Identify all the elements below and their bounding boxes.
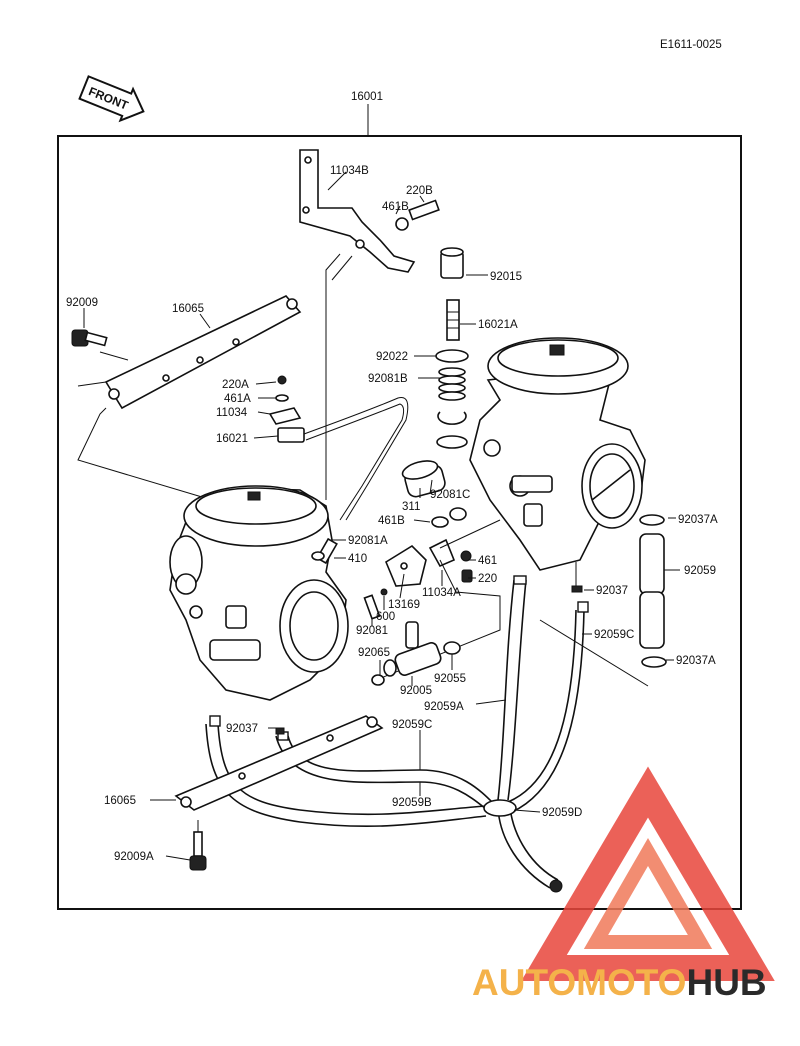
label-92037-left: 92037 xyxy=(226,723,258,735)
label-600: 600 xyxy=(376,611,395,623)
diagram-code: E1611-0025 xyxy=(660,39,722,51)
cap-92015 xyxy=(440,247,464,279)
label-92065: 92065 xyxy=(358,647,390,659)
assembly-number: 16001 xyxy=(351,91,383,103)
bolt-92009 xyxy=(71,329,108,347)
fuel-hoses xyxy=(205,579,585,889)
label-92059b: 92059B xyxy=(392,797,432,809)
fuel-rail-16065-bottom xyxy=(174,715,384,811)
hose-junction xyxy=(483,799,517,817)
spring-92081a xyxy=(311,537,338,565)
lever-13169 xyxy=(384,538,473,587)
fuel-rail-16065-top xyxy=(104,295,302,410)
label-311: 311 xyxy=(402,501,420,513)
label-16065-bottom: 16065 xyxy=(104,795,136,807)
label-16021a: 16021A xyxy=(478,319,518,331)
left-carburetor xyxy=(169,485,349,701)
watermark-triangle-icon xyxy=(521,766,775,981)
label-92015: 92015 xyxy=(490,271,522,283)
part-311 xyxy=(449,507,467,521)
label-92059: 92059 xyxy=(684,565,716,577)
throttle-cable xyxy=(303,396,409,521)
clip-part xyxy=(437,411,467,425)
label-92055: 92055 xyxy=(434,673,466,685)
label-92005: 92005 xyxy=(400,685,432,697)
washer-461b-mid xyxy=(431,516,449,528)
screw-220a xyxy=(277,375,287,385)
oring-92065 xyxy=(371,674,385,686)
label-461b-mid: 461B xyxy=(378,515,405,527)
label-92081a: 92081A xyxy=(348,535,388,547)
hose-92059 xyxy=(639,514,667,668)
label-220b: 220B xyxy=(406,185,433,197)
front-arrow-icon: FRONT xyxy=(78,75,145,123)
watermark-text: AUTOMOTOHUB xyxy=(472,962,767,1003)
spring-92081 xyxy=(363,594,381,620)
label-92037-right: 92037 xyxy=(596,585,628,597)
leader-lines xyxy=(83,171,680,861)
right-carburetor xyxy=(469,337,646,571)
screw-220b xyxy=(395,199,440,231)
label-92059d: 92059D xyxy=(542,807,582,819)
label-13169: 13169 xyxy=(388,599,420,611)
label-11034a: 11034A xyxy=(422,587,461,599)
label-92081b: 92081B xyxy=(368,373,408,385)
clamp-92037-left xyxy=(275,727,285,735)
label-92059c-mid: 92059C xyxy=(392,719,432,731)
cable-holder-16021 xyxy=(277,427,305,443)
label-220a: 220A xyxy=(222,379,249,391)
throttle-bracket xyxy=(299,149,416,273)
label-11034b: 11034B xyxy=(330,165,369,177)
label-11034: 11034 xyxy=(216,407,248,419)
label-461b-top: 461B xyxy=(382,201,409,213)
label-92037a-top: 92037A xyxy=(678,514,718,526)
washer-461a xyxy=(275,394,289,402)
label-461a: 461A xyxy=(224,393,251,405)
watermark-logo xyxy=(521,766,775,981)
label-16065-top: 16065 xyxy=(172,303,204,315)
label-92059c-right: 92059C xyxy=(594,629,634,641)
spring-92081b xyxy=(438,367,466,401)
part-labels: 11034B 220B 461B 92015 16021A 92022 9208… xyxy=(66,165,718,863)
label-16021: 16021 xyxy=(216,433,248,445)
screw-600 xyxy=(380,588,388,596)
label-410: 410 xyxy=(348,553,367,565)
clamp-92037-right xyxy=(571,585,583,593)
assembly-frame xyxy=(57,135,742,910)
label-92059a: 92059A xyxy=(424,701,464,713)
label-92022: 92022 xyxy=(376,351,408,363)
clip-11034 xyxy=(268,407,302,425)
fitting-92081c xyxy=(401,460,446,498)
float-valve-92005 xyxy=(383,621,442,677)
label-92081c: 92081C xyxy=(430,489,470,501)
cable-leader-1 xyxy=(325,253,341,500)
bolt-92009a xyxy=(189,831,207,871)
label-461: 461 xyxy=(478,555,497,567)
oring-92055 xyxy=(443,641,461,655)
label-92009: 92009 xyxy=(66,297,98,309)
washer-92022 xyxy=(435,349,469,363)
label-92081: 92081 xyxy=(356,625,388,637)
label-92009a: 92009A xyxy=(114,851,154,863)
hose-end xyxy=(549,879,563,893)
adjuster-16021a xyxy=(446,299,460,341)
label-92037a-bottom: 92037A xyxy=(676,655,716,667)
label-220: 220 xyxy=(478,573,497,585)
